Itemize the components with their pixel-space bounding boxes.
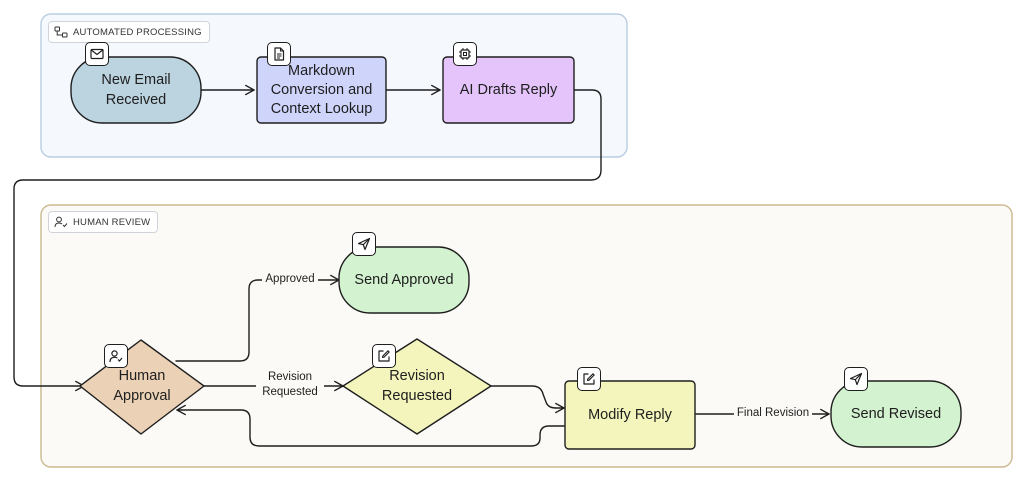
automated-processing-tag: AUTOMATED PROCESSING <box>48 21 210 43</box>
workflow-icon <box>54 26 68 38</box>
file-text-icon <box>267 42 291 66</box>
ai-drafts-reply-label: AI Drafts Reply <box>459 82 558 98</box>
edge-label-revision-requested: Revision Requested <box>256 370 324 400</box>
edge-label-approved: Approved <box>262 272 318 287</box>
node-send-approved[interactable] <box>338 246 470 314</box>
edit-icon <box>372 344 396 368</box>
revision-requested-label: Revision Requested <box>381 368 453 404</box>
user-check-icon <box>54 216 68 228</box>
user-check-icon <box>104 344 128 368</box>
edge-revision-to-modify <box>490 385 565 414</box>
send-approved-label: Send Approved <box>354 272 454 288</box>
send-revised-label: Send Revised <box>850 406 942 422</box>
edit-icon <box>577 367 601 391</box>
edge-approved <box>175 274 340 362</box>
send-icon <box>352 232 376 256</box>
new-email-received-label: New Email Received <box>101 72 171 108</box>
human-approval-label: Human Approval <box>113 368 171 404</box>
node-ai-drafts-reply[interactable] <box>442 56 575 124</box>
human-review-tag: HUMAN REVIEW <box>48 211 159 233</box>
node-markdown-conversion[interactable] <box>256 56 387 124</box>
edge-ai-to-human-approval <box>13 89 602 392</box>
human-review-label: HUMAN REVIEW <box>73 216 151 228</box>
human-review-group <box>40 204 1013 468</box>
send-icon <box>844 367 868 391</box>
mail-icon <box>85 42 109 66</box>
modify-reply-label: Modify Reply <box>588 407 672 423</box>
node-modify-reply[interactable] <box>564 380 696 450</box>
cpu-icon <box>453 42 477 66</box>
node-send-revised[interactable] <box>830 380 962 448</box>
edge-modify-back-to-approval <box>176 404 565 447</box>
automated-processing-label: AUTOMATED PROCESSING <box>73 26 202 38</box>
node-new-email-received[interactable] <box>70 56 202 124</box>
edge-label-final-revision: Final Revision <box>734 406 812 421</box>
markdown-conversion-label: Markdown Conversion and Context Lookup <box>270 62 373 117</box>
